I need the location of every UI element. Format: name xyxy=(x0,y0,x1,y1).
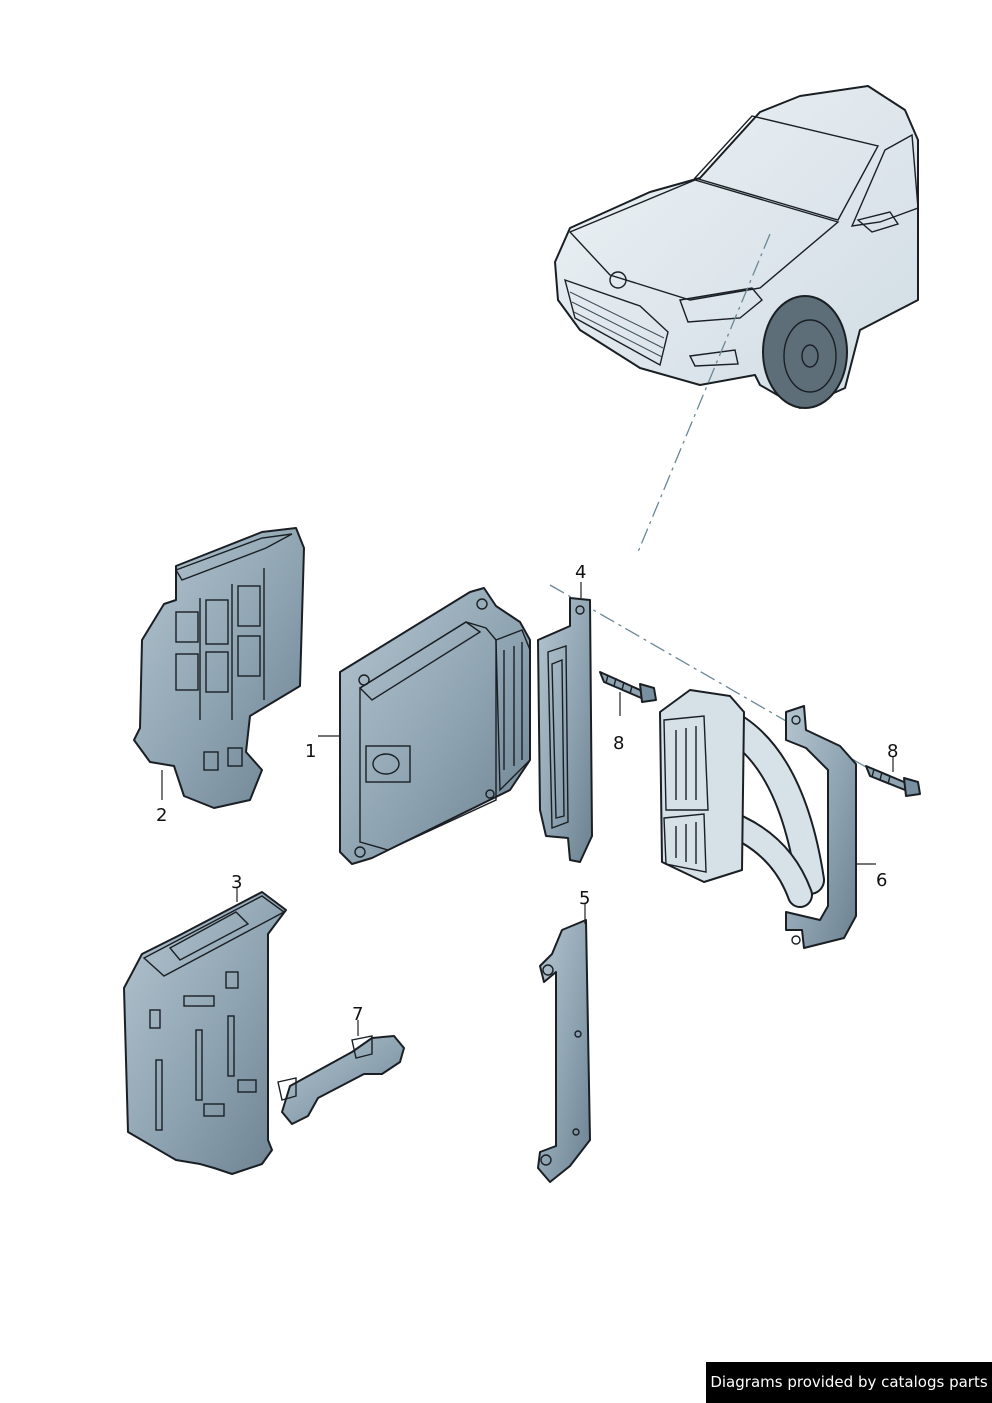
part-3-carrier-plate xyxy=(123,891,287,1175)
part-6-retaining-bracket xyxy=(785,705,857,949)
car-grille-slats xyxy=(569,291,665,358)
mounting-axis-line xyxy=(549,584,879,775)
part-1-control-unit xyxy=(339,587,531,865)
car-mirror xyxy=(856,211,900,233)
ecu-screw-hole xyxy=(372,753,400,775)
car-windshield xyxy=(693,115,880,221)
wiring-connector xyxy=(659,689,825,908)
part-4-connector-frame xyxy=(537,597,593,863)
callout-label-5: 5 xyxy=(579,888,590,909)
car-side-window xyxy=(850,133,919,227)
callout-label-4: 4 xyxy=(575,562,586,583)
callout-label-3: 3 xyxy=(231,872,242,893)
part-2-mounting-bracket xyxy=(133,527,305,809)
ecu-label-plate xyxy=(365,745,411,783)
brand-badge-icon xyxy=(609,271,627,289)
car-front-wheel-rim xyxy=(783,319,837,393)
callout-label-8-right: 8 xyxy=(887,741,898,762)
car-front-wheel xyxy=(762,295,848,409)
part-5-mounting-strip xyxy=(537,919,591,1183)
car-hood xyxy=(568,179,840,301)
callout-leaders xyxy=(161,582,894,1036)
callout-label-8-left: 8 xyxy=(613,733,624,754)
part-8-screw-right xyxy=(865,765,921,797)
footer-credit: Diagrams provided by catalogs parts xyxy=(706,1362,992,1403)
callout-label-7: 7 xyxy=(352,1004,363,1025)
part-8-screw-left xyxy=(599,671,657,703)
part-7-clamp-clip xyxy=(277,1035,405,1125)
callout-label-2: 2 xyxy=(156,805,167,826)
vehicle-illustration xyxy=(554,85,919,409)
callout-label-6: 6 xyxy=(876,870,887,891)
car-wheel-hub xyxy=(801,344,819,368)
car-headlight xyxy=(679,287,763,323)
car-grille xyxy=(563,278,669,367)
car-fog-light xyxy=(688,349,739,367)
callout-label-1: 1 xyxy=(305,741,316,762)
